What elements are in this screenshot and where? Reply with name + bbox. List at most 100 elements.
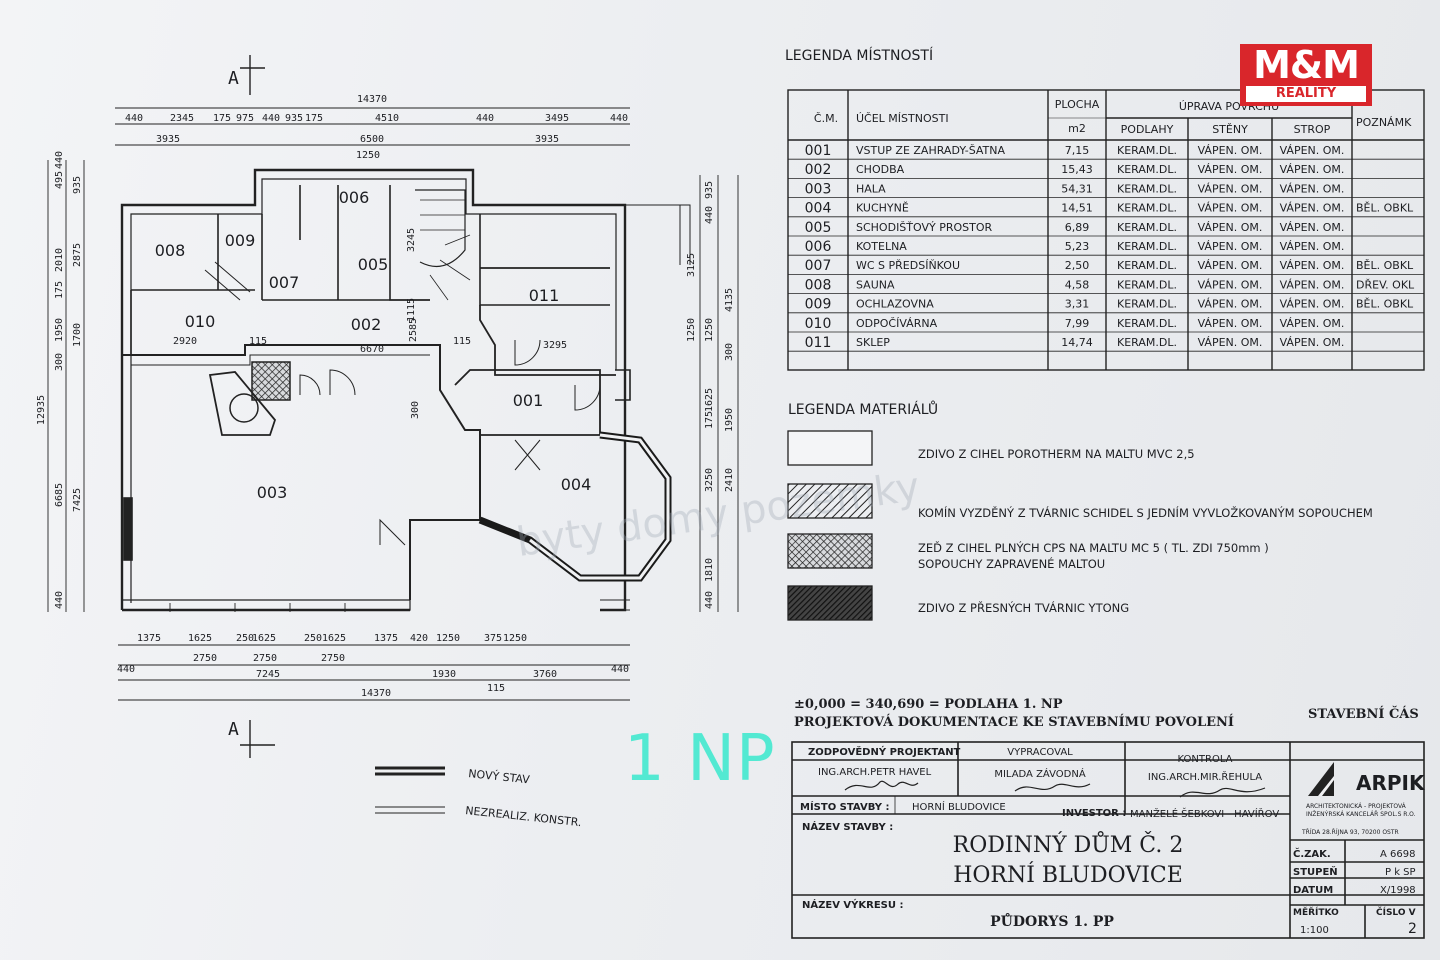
row-area: 3,31 [1065, 298, 1090, 311]
row-floor: KERAM.DL. [1117, 278, 1177, 291]
dim-bottom: 1930 [432, 669, 456, 680]
row-num: 006 [805, 239, 832, 255]
dim-left: 7425 [72, 488, 83, 512]
dim-inner: 300 [410, 401, 421, 419]
row-ceiling: VÁPEN. OM. [1280, 221, 1345, 234]
chimney [251, 361, 291, 401]
dim-inner: 2585 [408, 318, 419, 342]
row-name: SAUNA [856, 278, 895, 291]
col-ceiling: STROP [1294, 123, 1331, 136]
dim-stair: 1250 [356, 150, 380, 161]
dim-right: 440 [704, 591, 715, 609]
dim-inner: 6670 [360, 344, 384, 355]
row-note: BĚL. OBKL [1356, 298, 1414, 311]
door [379, 518, 406, 546]
dim-bottom: 440 [117, 664, 135, 675]
tb-resp-name: ING.ARCH.PETR HAVEL [818, 767, 932, 778]
dim-bottom: 1625 [322, 633, 346, 644]
logo-top: M&M [1253, 43, 1360, 87]
dim-top: 4510 [375, 113, 399, 124]
room-number-004: 004 [561, 475, 592, 494]
vestibule-wall [454, 369, 601, 436]
dim-right: 1250 [686, 318, 697, 342]
row-area: 2,50 [1065, 259, 1090, 272]
col-area: PLOCHA [1055, 98, 1100, 111]
row-floor: KERAM.DL. [1117, 144, 1177, 157]
bottom-wall [122, 599, 411, 611]
dim-top: 440 [610, 113, 628, 124]
tb-name-label: NÁZEV STAVBY : [802, 820, 893, 833]
material-text: KOMÍN VYZDĚNÝ Z TVÁRNIC SCHIDEL S JEDNÍM… [918, 505, 1373, 520]
dim-inner: 115 [453, 336, 471, 347]
material-text: SOPOUCHY ZAPRAVENÉ MALTOU [918, 556, 1105, 571]
row-name: CHODBA [856, 163, 905, 176]
row-name: OCHLAZOVNA [856, 298, 934, 311]
brand-logo: M&M REALITY [1240, 44, 1372, 106]
dim-right: 1950 [724, 408, 735, 432]
signature [1014, 783, 1091, 792]
row-walls: VÁPEN. OM. [1198, 221, 1263, 234]
dim-right: 2410 [724, 468, 735, 492]
dim-left: 935 [72, 176, 83, 194]
dim-left: 300 [54, 353, 65, 371]
tb-company-addr: TŘÍDA 28.ŘÍJNA 93, 70200 OSTR [1301, 828, 1399, 836]
row-num: 005 [805, 220, 832, 236]
dim-top: 935 [285, 113, 303, 124]
dim-right: 440 [704, 206, 715, 224]
row-walls: VÁPEN. OM. [1198, 278, 1263, 291]
dim-bottom: 1625 [188, 633, 212, 644]
dim-top: 440 [262, 113, 280, 124]
row-name: ODPOČÍVÁRNA [856, 317, 938, 330]
hall-wall [122, 344, 481, 600]
row-ceiling: VÁPEN. OM. [1280, 144, 1345, 157]
dim-left: 2875 [72, 243, 83, 267]
room-number-005: 005 [358, 255, 389, 274]
dim-top: 175 [213, 113, 231, 124]
dim-bottom: 2750 [321, 653, 345, 664]
row-note: BĚL. OBKL [1356, 259, 1414, 272]
dim-left: 1700 [72, 323, 83, 347]
row-name: SCHODIŠŤOVÝ PROSTOR [856, 221, 993, 234]
row-ceiling: VÁPEN. OM. [1280, 259, 1345, 272]
row-walls: VÁPEN. OM. [1198, 163, 1263, 176]
dim-bottom: 375 [484, 633, 502, 644]
dim-top-total: 14370 [357, 94, 387, 105]
row-num: 004 [805, 201, 832, 217]
row-ceiling: VÁPEN. OM. [1280, 298, 1345, 311]
tb-stage-label: STUPEŇ [1293, 865, 1338, 878]
dim-top: 2345 [170, 113, 194, 124]
tb-site: HORNÍ BLUDOVICE [912, 800, 1006, 813]
tb-stage: P k SP [1385, 867, 1416, 878]
row-num: 007 [805, 258, 832, 274]
company-logo-icon [1308, 762, 1334, 796]
material-text: ZEĎ Z CIHEL PLNÝCH CPS NA MALTU MC 5 ( T… [918, 540, 1269, 555]
col-purpose: ÚČEL MÍSTNOSTI [856, 112, 949, 125]
row-note: DŘEV. OKL [1356, 278, 1415, 291]
row-area: 14,51 [1061, 202, 1093, 215]
dim-top: 440 [476, 113, 494, 124]
dim-left: 2010 [54, 248, 65, 272]
tb-made-label: VYPRACOVAL [1007, 747, 1073, 758]
tb-company: ARPIK [1356, 771, 1426, 795]
dim-left: 440 [54, 151, 65, 169]
tb-date-label: DATUM [1293, 885, 1333, 896]
room-number-007: 007 [269, 273, 300, 292]
dim-bottom: 3760 [533, 669, 557, 680]
door [299, 374, 321, 396]
dim-inner: 115 [249, 336, 267, 347]
dim-bottom: 2750 [253, 653, 277, 664]
dim-top: 3935 [156, 134, 180, 145]
row-floor: KERAM.DL. [1117, 163, 1177, 176]
room-number-008: 008 [155, 241, 186, 260]
row-area: 4,58 [1065, 278, 1090, 291]
dim-left: 440 [54, 591, 65, 609]
row-area: 15,43 [1061, 163, 1093, 176]
outer-wall-inner [130, 178, 617, 603]
col-floors: PODLAHY [1121, 123, 1174, 136]
doc-note: PROJEKTOVÁ DOKUMENTACE KE STAVEBNÍMU POV… [794, 714, 1234, 730]
tb-company-sub2: INŽENÝRSKÁ KANCELÁŘ SPOL.S R.O. [1306, 810, 1416, 818]
row-num: 008 [805, 277, 832, 293]
row-area: 7,99 [1065, 317, 1090, 330]
dim-left: 495 [54, 171, 65, 189]
